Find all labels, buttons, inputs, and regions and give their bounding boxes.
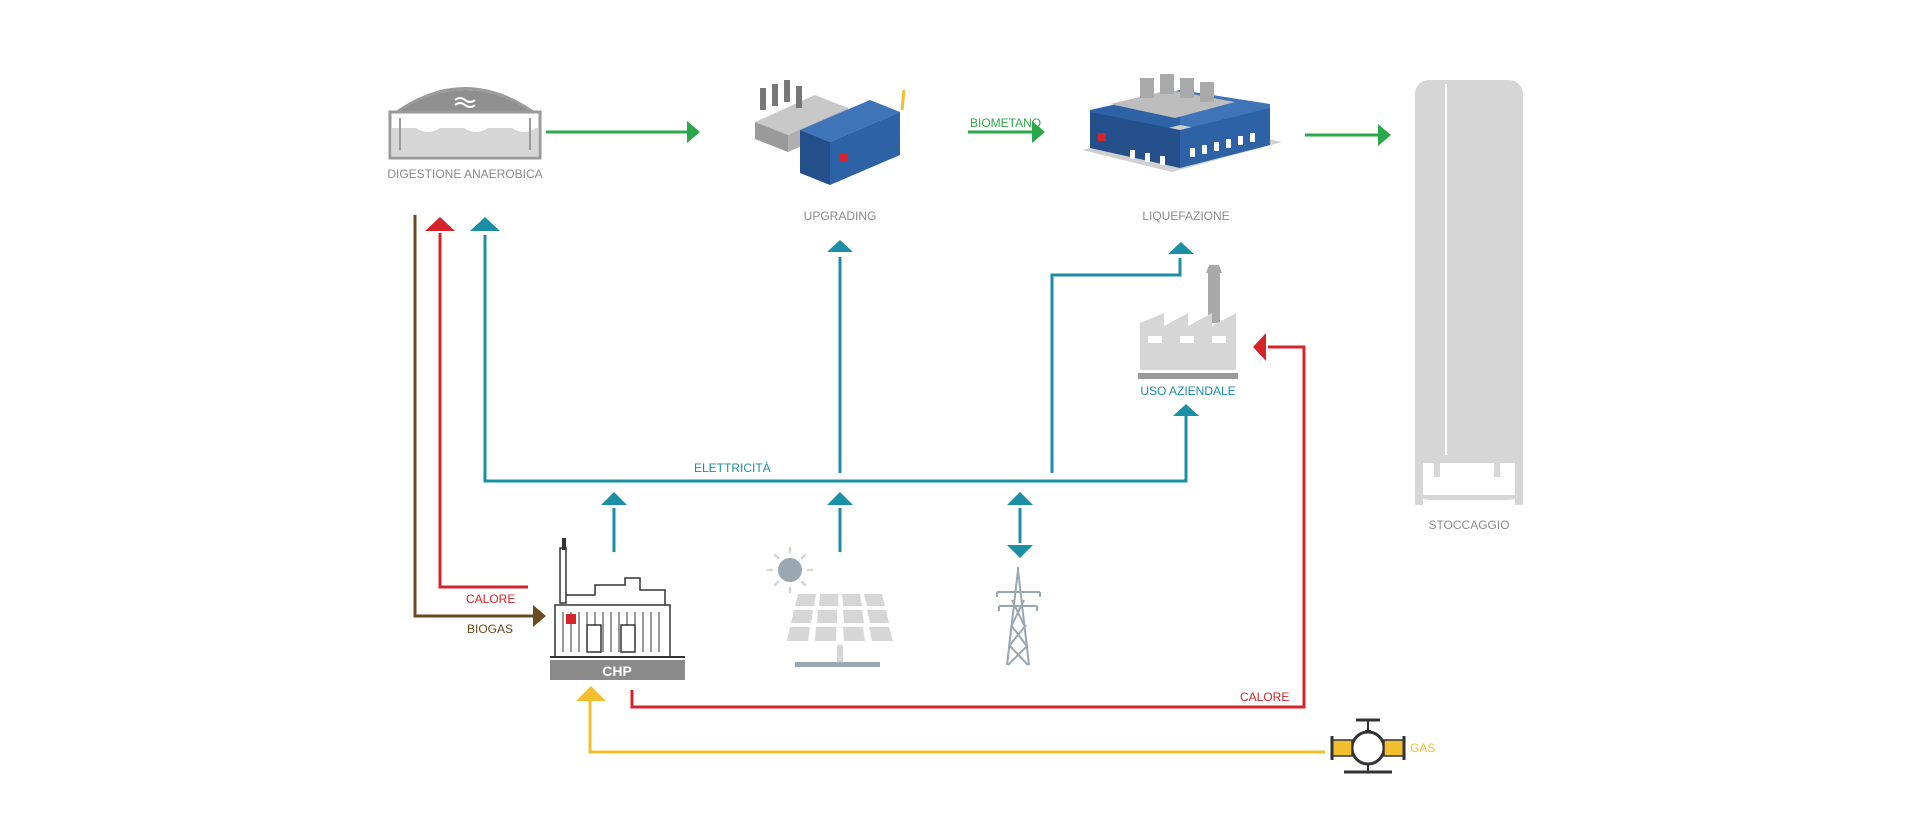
- solar-panel-icon: [766, 546, 893, 667]
- electricity-label: ELETTRICITÀ: [694, 460, 771, 475]
- digester-icon: [388, 87, 542, 160]
- biogas-label: BIOGAS: [467, 622, 513, 636]
- liquefaction-unit-icon: [1082, 74, 1282, 172]
- gas-valve-icon: [1330, 718, 1406, 774]
- power-pylon-icon: [996, 567, 1041, 666]
- heat-to-company-label: CALORE: [1240, 690, 1289, 704]
- heat-lines: [425, 217, 1306, 709]
- liquefaction-label: LIQUEFAZIONE: [1142, 209, 1229, 223]
- natural-gas-line: [576, 686, 1325, 754]
- factory-icon: [1138, 265, 1238, 379]
- chp-engine-icon: [550, 538, 685, 680]
- electricity-lines: [483, 235, 1188, 552]
- digestion-label: DIGESTIONE ANAEROBICA: [387, 167, 542, 181]
- upgrading-label: UPGRADING: [804, 209, 877, 223]
- chp-label: CHP: [602, 663, 632, 679]
- green-flow-lines: [546, 121, 1391, 146]
- upgrading-unit-icon: [755, 80, 906, 185]
- biogas-line: [413, 215, 546, 627]
- storage-tank-icon: [1415, 80, 1523, 505]
- gas-label: GAS: [1410, 741, 1435, 755]
- storage-label: STOCCAGGIO: [1428, 518, 1509, 532]
- biomethane-label: BIOMETANO: [970, 116, 1041, 130]
- electricity-arrows: [470, 217, 1199, 558]
- company-use-label: USO AZIENDALE: [1140, 384, 1235, 398]
- heat-to-digestion-label: CALORE: [466, 592, 515, 606]
